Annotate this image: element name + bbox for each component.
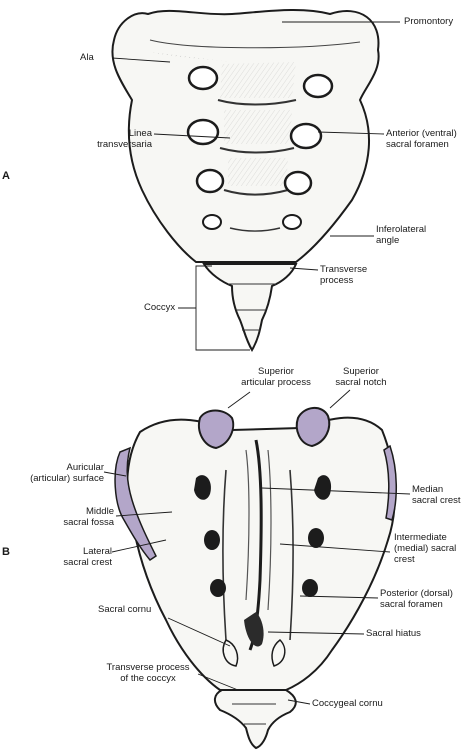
label-coccyx: Coccyx: [144, 302, 176, 313]
label-linea-transversaria: Linea transversaria: [97, 128, 152, 150]
label-superior-sacral-notch: Superior sacral notch: [335, 366, 387, 388]
leader-line: [153, 133, 231, 139]
sacral-cornu: [271, 639, 286, 667]
label-sacral-cornu: Sacral cornu: [98, 604, 152, 615]
leader-line: [267, 631, 365, 635]
label-coccygeal-cornu: Coccygeal cornu: [312, 698, 383, 709]
posterior-foramen: [302, 579, 318, 597]
anterior-foramen: [187, 65, 219, 91]
sacral-hiatus: [244, 612, 264, 647]
label-transverse-process: Transverse process: [320, 264, 368, 286]
label-superior-articular-process: Superior articular process: [241, 366, 311, 388]
posterior-coccyx: [214, 689, 297, 750]
posterior-foramen: [194, 475, 211, 500]
label-intermediate-sacral-crest: Intermediate (medial) sacral crest: [394, 532, 457, 565]
anterior-foramen: [186, 118, 220, 146]
leader-line: [111, 539, 167, 553]
leader-line: [279, 543, 391, 553]
leader-line: [111, 57, 171, 63]
coccyx-posterior-outline: [214, 689, 297, 750]
leader-line: [167, 617, 231, 647]
auricular-surface-highlight: [383, 444, 398, 521]
posterior-foramen: [210, 579, 226, 597]
anterior-foramen: [289, 122, 323, 150]
leader-line: [329, 389, 351, 409]
label-inferolateral-angle: Inferolateral angle: [376, 224, 427, 246]
panel-letter-b: B: [2, 546, 10, 558]
leader-line: [103, 471, 127, 477]
label-ala: Ala: [80, 52, 94, 63]
label-middle-sacral-fossa: Middle sacral fossa: [63, 506, 114, 528]
leader-line: [317, 131, 385, 135]
posterior-foramen: [308, 528, 324, 548]
label-median-sacral-crest: Median sacral crest: [412, 484, 461, 506]
leader-line: [115, 511, 173, 517]
label-lateral-sacral-crest: Lateral sacral crest: [63, 546, 112, 568]
transverse-ridge: [229, 227, 281, 232]
leader-lines: [103, 21, 411, 705]
label-promontory: Promontory: [404, 16, 454, 27]
posterior-sacrum: [114, 407, 398, 691]
label-auricular-surface: Auricular (articular) surface: [30, 462, 104, 484]
anterior-foramen: [195, 168, 225, 194]
transverse-ridge: [217, 99, 297, 106]
anterior-foramen: [202, 214, 222, 230]
anterior-foramen: [302, 73, 334, 99]
superior-articular-process-highlight: [198, 409, 235, 450]
label-posterior-sacral-foramen: Posterior (dorsal) sacral foramen: [380, 588, 453, 610]
leader-line: [287, 699, 311, 705]
anterior-coccyx: [202, 263, 298, 352]
transverse-ridge: [219, 147, 295, 154]
transverse-ridge: [223, 189, 289, 196]
label-transverse-process-coccyx: Transverse process of the coccyx: [106, 662, 190, 684]
leader-line: [289, 267, 319, 271]
posterior-foramen: [314, 475, 332, 500]
anterior-foramen: [282, 214, 302, 230]
panel-letter-a: A: [2, 170, 10, 182]
superior-articular-process-highlight: [295, 407, 331, 448]
coccyx-outline: [202, 263, 298, 352]
leader-line: [197, 673, 239, 691]
sacral-cornu: [222, 639, 239, 667]
anterior-foramen: [283, 170, 313, 196]
posterior-foramen: [204, 530, 220, 550]
leader-line: [299, 595, 379, 599]
leader-line: [261, 487, 411, 495]
label-sacral-hiatus: Sacral hiatus: [366, 628, 421, 639]
label-anterior-sacral-foramen: Anterior (ventral) sacral foramen: [386, 128, 457, 150]
leader-line: [227, 391, 251, 409]
anterior-sacrum: [111, 8, 380, 263]
